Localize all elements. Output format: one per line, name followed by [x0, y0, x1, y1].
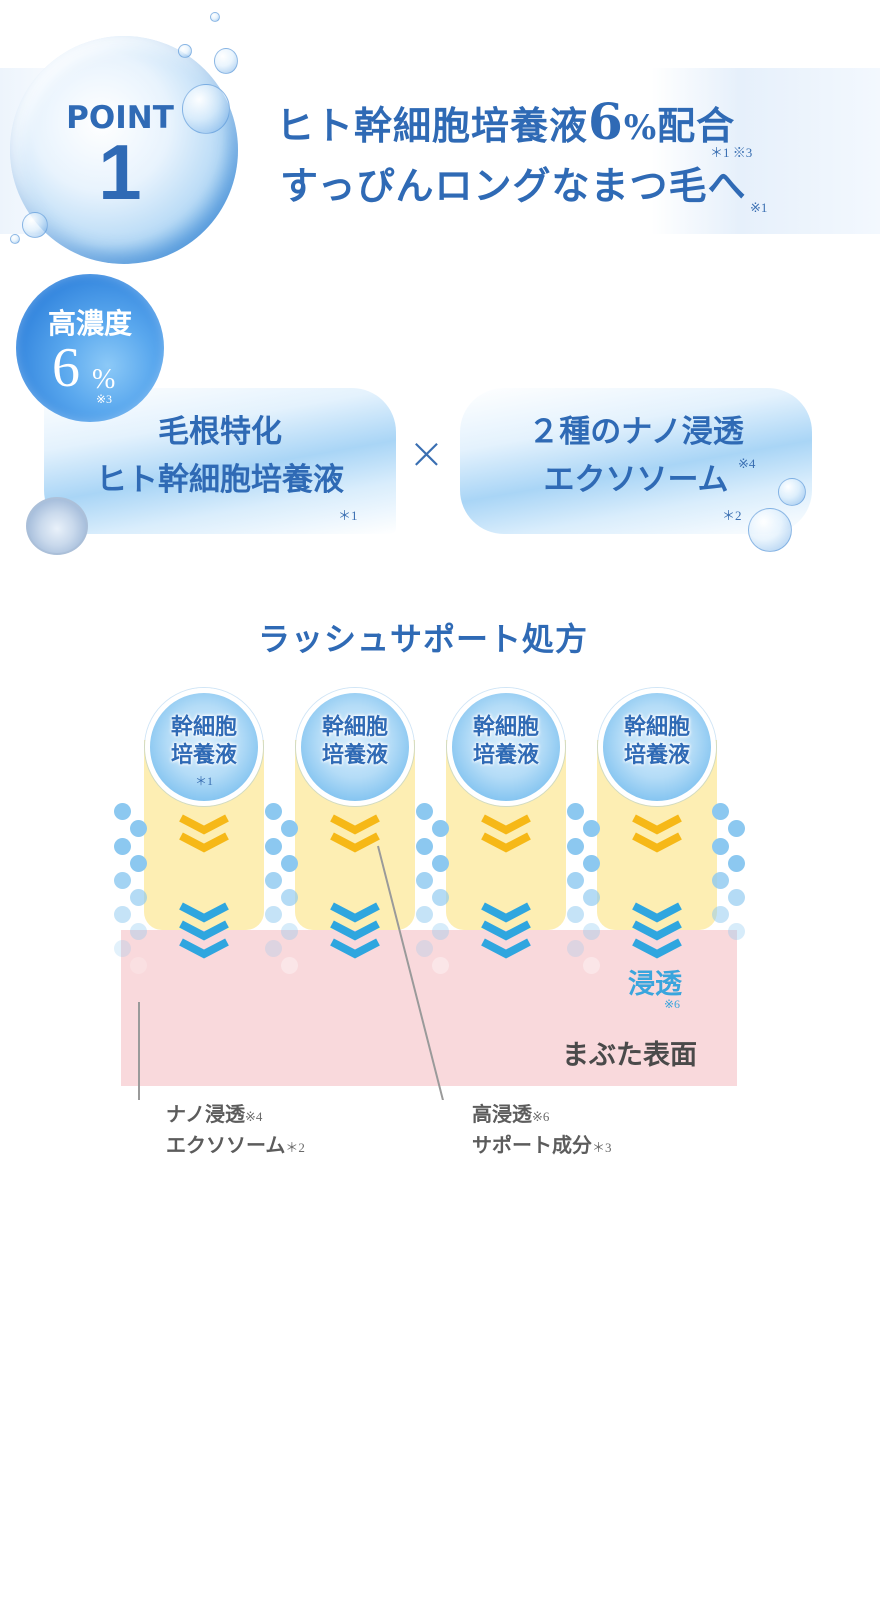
point-number: 1 [98, 128, 142, 216]
headline-line-1: ヒト幹細胞培養液6%配合 [276, 92, 735, 151]
callout-support-ingredient: 高浸透※6 サポート成分＊3 [472, 1100, 612, 1162]
orb-label: 幹細胞 培養液 [447, 714, 565, 770]
exosome-card [460, 388, 812, 534]
stem-cell-orb [598, 688, 716, 806]
footnote-marker: ※1 [750, 200, 768, 215]
serum-drop-icon [26, 497, 88, 555]
orb-label-line: 幹細胞 [472, 715, 539, 740]
stem-cell-orb [145, 688, 263, 806]
orb-label: 幹細胞 培養液 [145, 714, 263, 770]
stem-cell-card-text: 毛根特化 ヒト幹細胞培養液 [44, 408, 396, 504]
chevron-down-icon [181, 818, 227, 954]
callout-leader-line [377, 845, 444, 1100]
bubble-icon [214, 48, 238, 74]
footnote-marker: ＊1 [194, 774, 213, 788]
callout-text: 高浸透 [472, 1102, 532, 1126]
orb-label-line: 培養液 [623, 743, 690, 768]
orb-label: 幹細胞 培養液 [296, 714, 414, 770]
concentration-unit: % [92, 364, 116, 395]
chevron-arrows [138, 0, 880, 1100]
footnote-marker: ※4 [245, 1109, 263, 1124]
headline-text: 配合 [657, 103, 736, 148]
bubble-icon [210, 12, 220, 22]
penetration-label: 浸透 [628, 969, 682, 1000]
eyelid-surface-layer [121, 930, 737, 1086]
bubble-icon [22, 212, 48, 238]
headline-percent-sign: % [623, 108, 658, 148]
footnote-marker: ＊3 [592, 1140, 612, 1155]
footnote-marker: ＊2 [722, 508, 742, 523]
bubble-icon [10, 234, 20, 244]
concentration-value: 6 [52, 337, 80, 399]
card-line: ヒト幹細胞培養液 [96, 462, 344, 498]
footnote-marker: ※6 [664, 997, 681, 1011]
concentration-title: 高濃度 [47, 307, 132, 340]
callout-nano-exosome: ナノ浸透※4 エクソソーム＊2 [166, 1100, 305, 1162]
concentration-badge [16, 274, 164, 422]
orb-label-line: 幹細胞 [623, 715, 690, 740]
footnote-marker: ＊2 [285, 1140, 305, 1155]
chevron-down-icon [483, 818, 529, 954]
exosome-card-text: ２種のナノ浸透 エクソソーム [460, 408, 812, 504]
footnote-marker: ＊1 ※3 [710, 145, 753, 160]
callout-text: サポート成分 [472, 1133, 592, 1157]
orb-label-line: 幹細胞 [321, 715, 388, 740]
bubble-icon [778, 478, 806, 506]
eyelid-surface-label: まぶた表面 [562, 1040, 697, 1071]
point-label: POINT [66, 100, 174, 136]
footnote-marker: ＊1 [338, 508, 358, 523]
orb-label-line: 培養液 [472, 743, 539, 768]
bubble-icon [748, 508, 792, 552]
bubble-icon [178, 44, 192, 58]
callout-leader-line [138, 1002, 140, 1100]
point-badge-bubble [10, 36, 238, 264]
orb-label-line: 培養液 [321, 743, 388, 768]
stem-cell-orb [447, 688, 565, 806]
orb-label-line: 培養液 [170, 743, 237, 768]
headline-percent-value: 6 [588, 92, 624, 151]
chevron-down-icon [634, 818, 680, 954]
callout-text: ナノ浸透 [166, 1102, 245, 1126]
diagram-title: ラッシュサポート処方 [257, 620, 588, 658]
multiply-icon: × [408, 428, 445, 479]
card-line: ２種のナノ浸透 [528, 414, 744, 450]
footnote-marker: ※3 [96, 392, 113, 406]
footnote-marker: ※4 [738, 456, 756, 471]
callout-text: エクソソーム [166, 1133, 286, 1157]
card-line: エクソソーム [543, 462, 729, 498]
orb-label-line: 幹細胞 [170, 715, 237, 740]
bubble-icon [182, 84, 230, 134]
chevron-down-icon [332, 818, 378, 954]
stem-cell-orb [296, 688, 414, 806]
headline-text: ヒト幹細胞培養液 [276, 103, 589, 148]
headline-line-2: すっぴんロングなまつ毛へ [280, 163, 747, 208]
footnote-marker: ※6 [532, 1109, 550, 1124]
orb-label: 幹細胞 培養液 [598, 714, 716, 770]
card-line: 毛根特化 [158, 414, 282, 450]
